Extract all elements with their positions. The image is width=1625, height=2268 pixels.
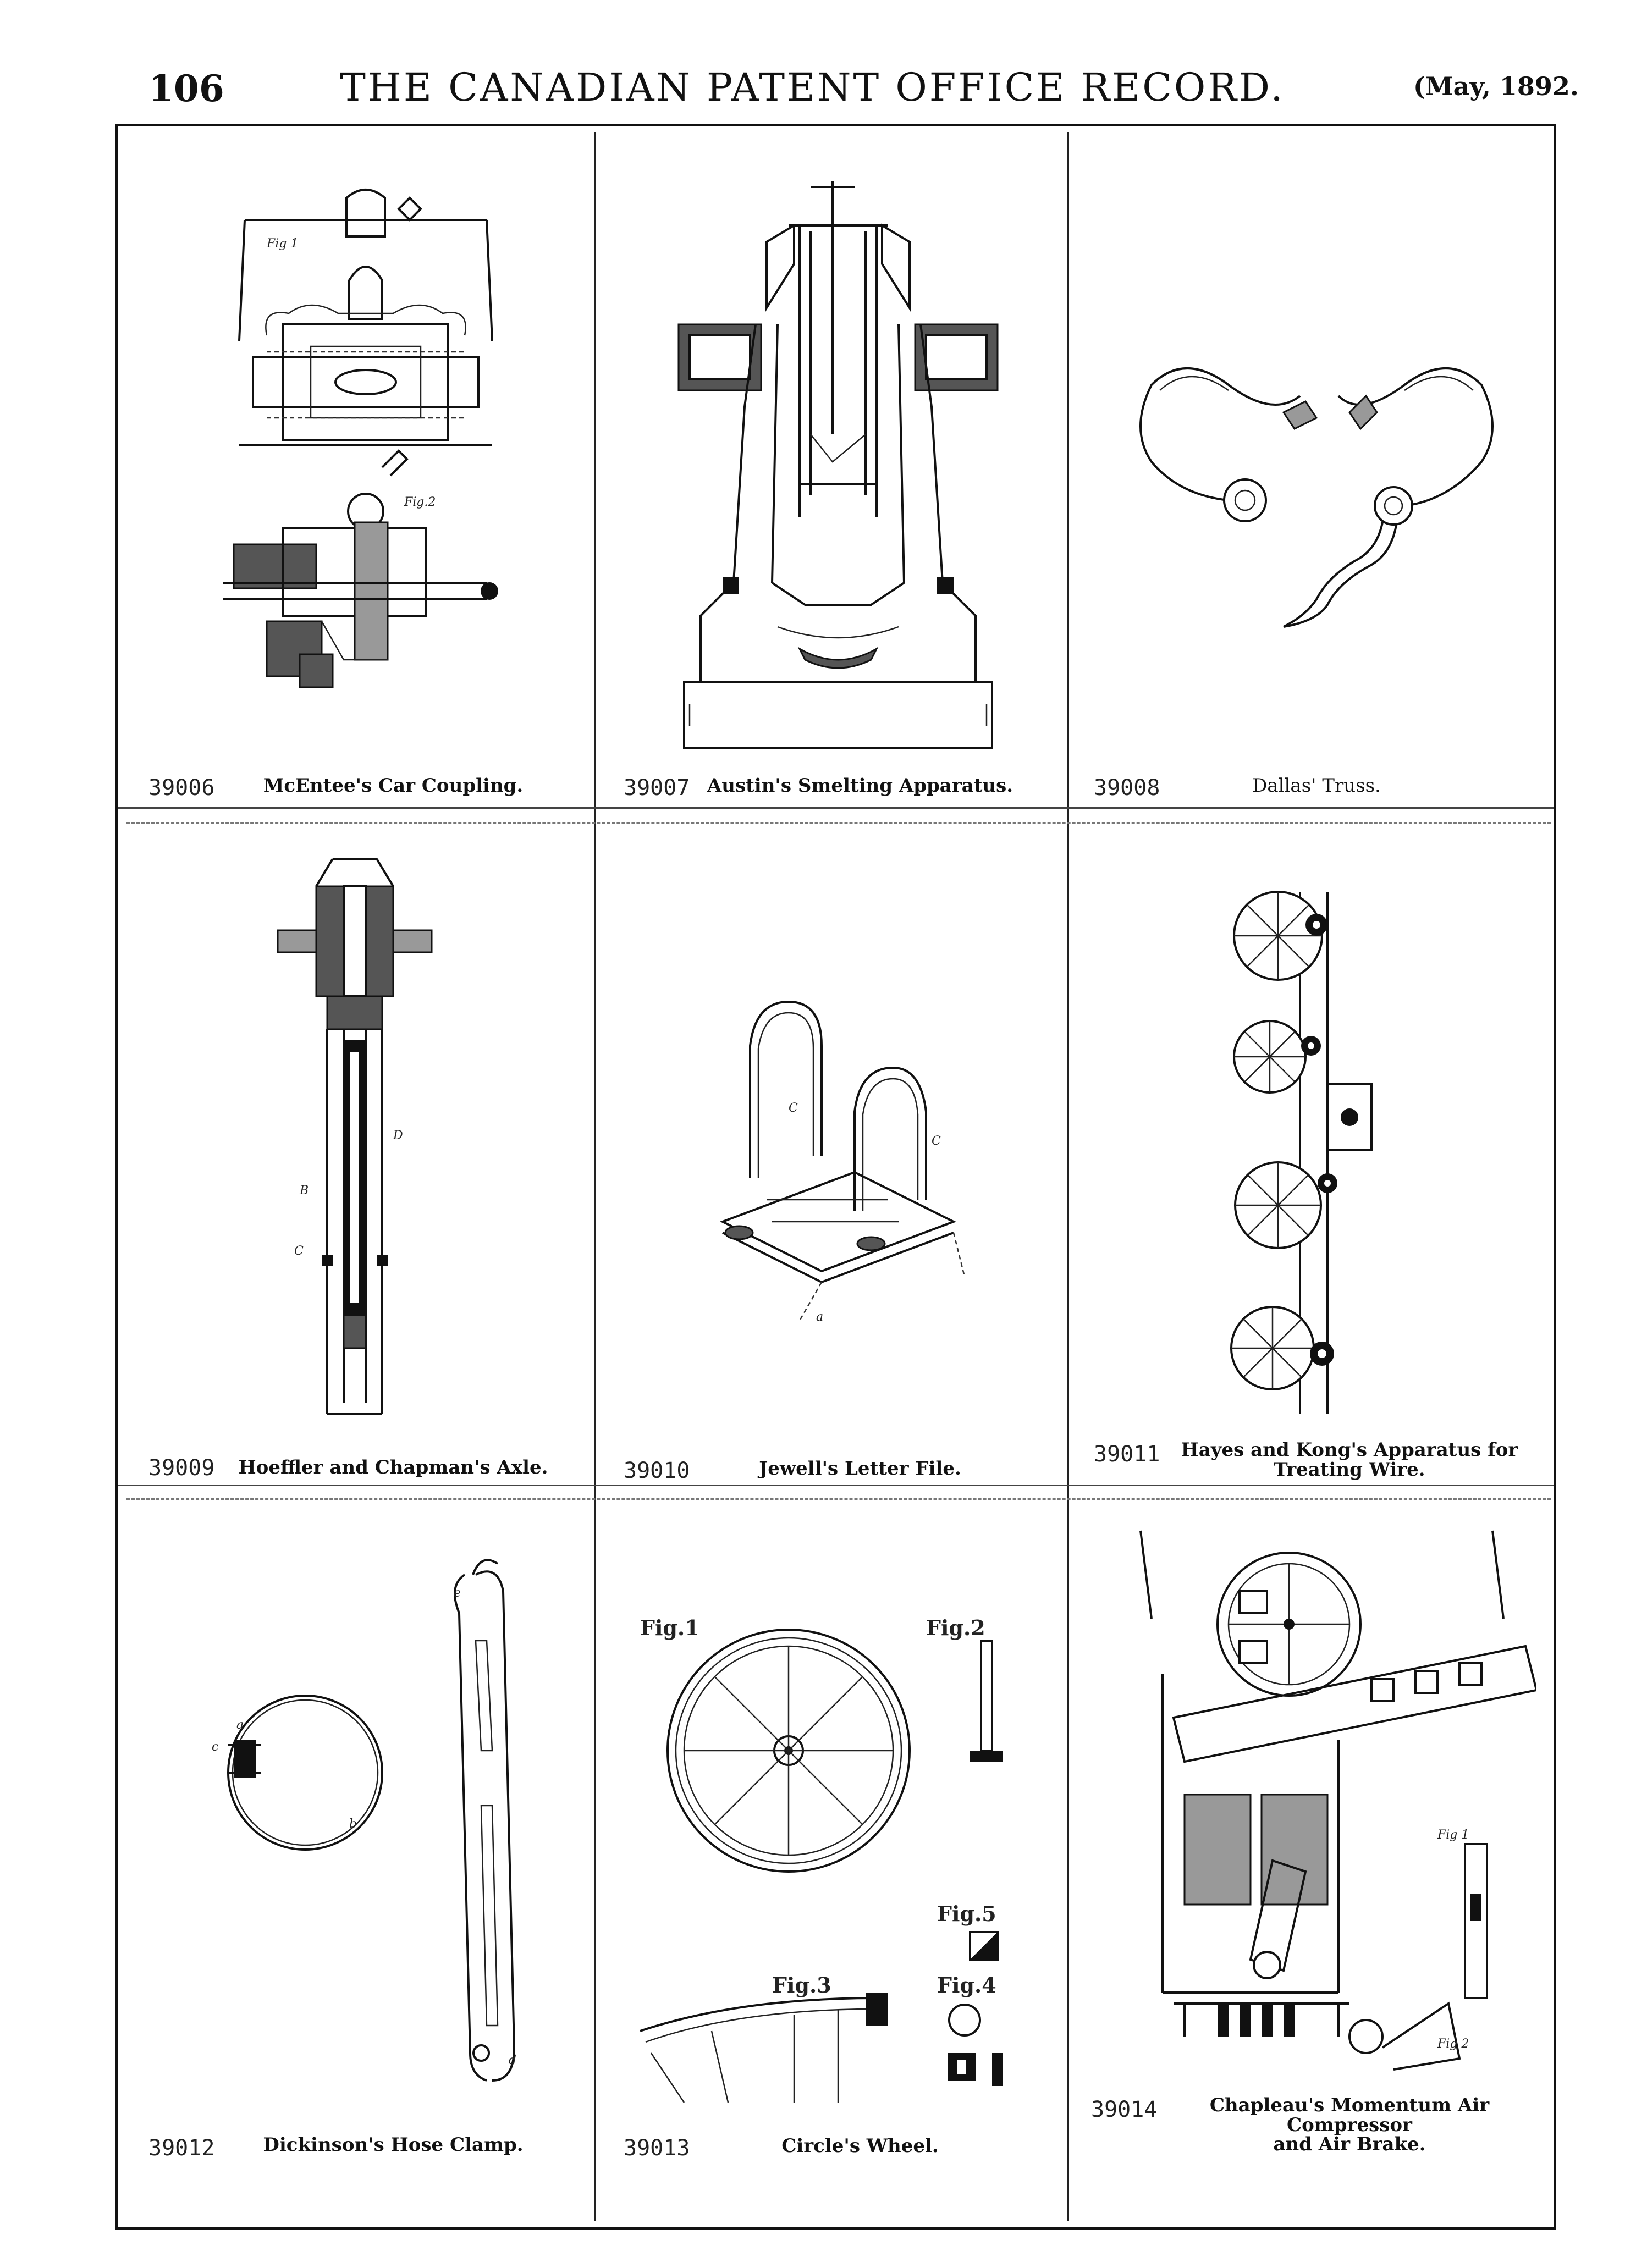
- svg-text:a: a: [816, 1310, 823, 1324]
- car-coupling-drawing: Fig 1 Fig.2: [201, 187, 531, 748]
- patent-cell-39014: Fig 1 Fig 2 39014 Chapleau's Momentum Ai…: [1069, 1487, 1553, 2163]
- patent-caption: Dickinson's Hose Clamp.: [263, 2134, 524, 2156]
- svg-text:Fig.2: Fig.2: [404, 495, 436, 509]
- patent-number: 39012: [148, 2135, 215, 2161]
- patent-cell-39013: Fig.1 Fig.2 Fig.5 Fig.3 Fig.4 39013 Ci: [596, 1487, 1067, 2163]
- fig-4-label: Fig.4: [937, 1973, 996, 1997]
- caption-rule: [126, 822, 1551, 824]
- patent-caption: Hoeffler and Chapman's Axle.: [238, 1456, 548, 1478]
- truss-drawing: [1119, 341, 1514, 638]
- patent-cell-39006: Fig 1 Fig.2 39006 McEntee's Car Coupling…: [118, 132, 594, 807]
- fig-1-label: Fig.1: [640, 1615, 699, 1640]
- wire-treating-drawing: [1218, 875, 1393, 1425]
- patent-cell-39010: C C a 39010 Jewell's Letter File.: [596, 809, 1067, 1485]
- patent-caption: Circle's Wheel.: [781, 2135, 939, 2157]
- column-divider: [1067, 132, 1069, 2221]
- svg-text:b: b: [349, 1817, 357, 1831]
- patent-caption: Jewell's Letter File.: [759, 1458, 961, 1480]
- column-divider: [594, 132, 596, 2221]
- fig1-label: Fig 1: [266, 237, 298, 251]
- patent-caption: McEntee's Car Coupling.: [263, 775, 524, 797]
- patent-number: 39008: [1094, 775, 1160, 801]
- patent-cell-39008: 39008 Dallas' Truss.: [1069, 132, 1553, 807]
- patent-caption: Chapleau's Momentum Air Compressor and A…: [1209, 2094, 1490, 2156]
- journal-title: THE CANADIAN PATENT OFFICE RECORD.: [340, 65, 1285, 110]
- svg-text:C: C: [789, 1101, 798, 1115]
- fig-2-label: Fig.2: [926, 1615, 985, 1640]
- issue-date: (May, 1892.: [1413, 71, 1579, 101]
- patent-plate: [115, 124, 1556, 2230]
- svg-text:a: a: [236, 1718, 244, 1732]
- page-number: 106: [148, 67, 224, 110]
- patent-number: 39013: [624, 2135, 690, 2161]
- svg-text:d: d: [509, 2054, 516, 2067]
- patent-cell-39009: B C D 39009 Hoeffler and Chapman's Axle.: [118, 809, 594, 1485]
- row-divider: [118, 807, 1554, 809]
- air-compressor-drawing: Fig 1 Fig 2: [1108, 1509, 1536, 2103]
- patent-number: 39010: [624, 1458, 690, 1483]
- svg-text:e: e: [454, 1586, 461, 1600]
- row-divider: [118, 1485, 1554, 1486]
- patent-cell-39007: 39007 Austin's Smelting Apparatus.: [596, 132, 1067, 807]
- patent-number: 39006: [148, 775, 215, 801]
- svg-text:B: B: [299, 1184, 309, 1198]
- fig-3-label: Fig.3: [772, 1973, 831, 1997]
- svg-text:Fig 1: Fig 1: [1437, 1828, 1469, 1842]
- patent-number: 39007: [624, 775, 690, 801]
- fig-5-label: Fig.5: [937, 1901, 996, 1926]
- svg-text:Fig 2: Fig 2: [1437, 2037, 1469, 2051]
- svg-text:c: c: [212, 1740, 218, 1754]
- wheel-drawing: Fig.1 Fig.2 Fig.5 Fig.3 Fig.4: [629, 1613, 1047, 2108]
- patent-cell-39011: 39011 Hayes and Kong's Apparatus for Tre…: [1069, 809, 1553, 1485]
- caption-rule: [126, 1498, 1551, 1500]
- patent-caption: Austin's Smelting Apparatus.: [707, 775, 1013, 797]
- axle-drawing: B C D: [272, 853, 437, 1425]
- patent-caption: Hayes and Kong's Apparatus for Treating …: [1181, 1439, 1518, 1481]
- hose-clamp-drawing: c a b e d: [184, 1542, 569, 2114]
- svg-text:D: D: [393, 1129, 403, 1143]
- patent-number: 39014: [1091, 2097, 1158, 2122]
- svg-text:C: C: [932, 1134, 941, 1148]
- patent-number: 39009: [148, 1455, 215, 1481]
- patent-number: 39011: [1094, 1442, 1160, 1467]
- smelting-apparatus-drawing: [668, 176, 1009, 759]
- page-header: 106 THE CANADIAN PATENT OFFICE RECORD. (…: [0, 0, 1625, 126]
- svg-text:C: C: [294, 1244, 304, 1258]
- letter-file-drawing: C C a: [690, 991, 976, 1343]
- patent-caption: Dallas' Truss.: [1252, 775, 1381, 797]
- patent-cell-39012: c a b e d 39012 Dickinson's Hose Clamp.: [118, 1487, 594, 2163]
